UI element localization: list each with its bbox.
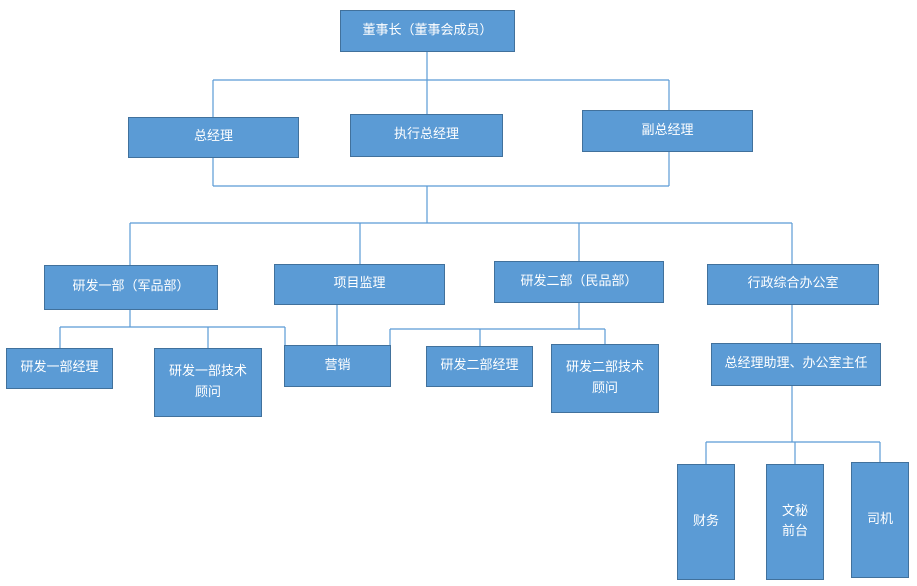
rd1-advisor-box: 研发一部技术 顾问 — [154, 348, 262, 417]
rd2-advisor-label-line1: 研发二部技术 — [565, 360, 644, 376]
marketing-box: 营销 — [284, 345, 391, 387]
rd2-box: 研发二部（民品部） — [494, 261, 664, 303]
secretary-label-line2: 前台 — [781, 524, 808, 539]
exec-gm-box: 执行总经理 — [350, 114, 503, 157]
rd2-advisor-label-line2: 顾问 — [591, 380, 618, 396]
project-supervisor-box: 项目监理 — [274, 264, 445, 305]
admin-office-box: 行政综合办公室 — [707, 264, 879, 305]
driver-label: 司机 — [866, 511, 893, 527]
rd1-advisor-label-line2: 顾问 — [194, 384, 221, 400]
exec-gm-label: 执行总经理 — [393, 127, 459, 143]
rd1-advisor-label-line1: 研发一部技术 — [168, 364, 247, 380]
rd2-label: 研发二部（民品部） — [520, 273, 638, 289]
secretary-box: 文秘 前台 — [766, 464, 824, 580]
finance-label: 财务 — [692, 513, 719, 529]
rd2-advisor-box: 研发二部技术 顾问 — [551, 344, 659, 413]
rd1-manager-label: 研发一部经理 — [20, 360, 99, 376]
rd2-manager-box: 研发二部经理 — [426, 346, 533, 387]
deputy-gm-box: 副总经理 — [582, 110, 753, 152]
rd1-manager-box: 研发一部经理 — [6, 348, 113, 389]
chairman-label: 董事长（董事会成员） — [362, 22, 493, 38]
marketing-label: 营销 — [324, 357, 351, 373]
project-supervisor-label: 项目监理 — [333, 276, 386, 292]
gm-assistant-label: 总经理助理、办公室主任 — [724, 356, 868, 372]
rd2-manager-label: 研发二部经理 — [440, 358, 519, 374]
driver-box: 司机 — [851, 462, 909, 578]
deputy-gm-label: 副总经理 — [641, 122, 694, 138]
gm-label: 总经理 — [193, 129, 233, 145]
finance-box: 财务 — [677, 464, 735, 580]
rd1-box: 研发一部（军品部） — [44, 265, 218, 310]
gm-box: 总经理 — [128, 117, 299, 158]
gm-assistant-box: 总经理助理、办公室主任 — [711, 343, 881, 386]
rd1-label: 研发一部（军品部） — [72, 279, 190, 295]
admin-office-label: 行政综合办公室 — [747, 276, 839, 292]
secretary-label-line1: 文秘 — [781, 503, 808, 519]
chairman-box: 董事长（董事会成员） — [340, 10, 515, 52]
